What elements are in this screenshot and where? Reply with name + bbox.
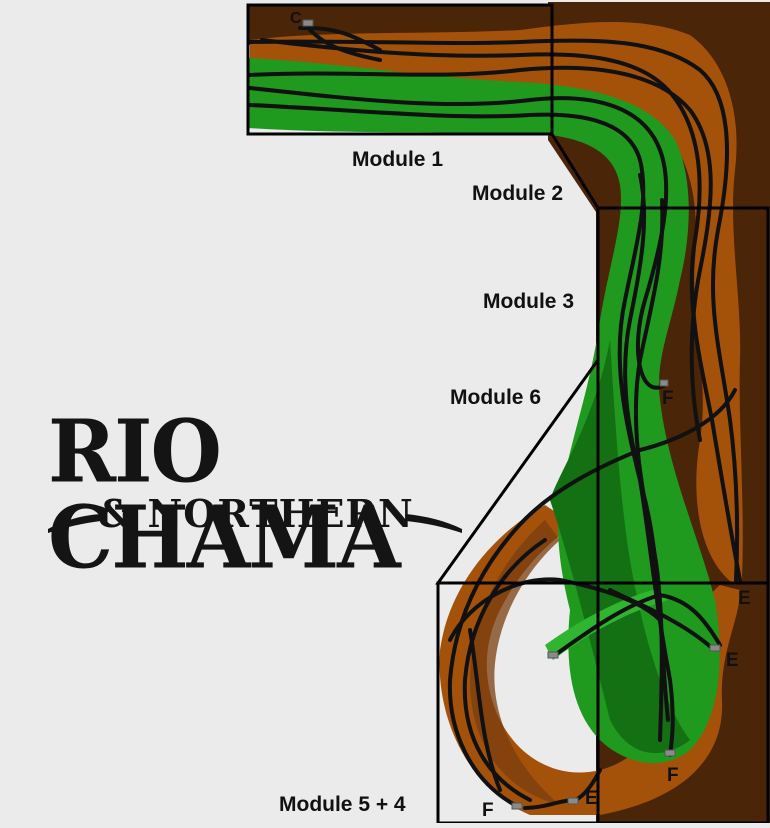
track-1 (248, 38, 740, 582)
track-2 (260, 38, 742, 582)
marker-f2 (664, 749, 676, 757)
label-module-1: Module 1 (352, 148, 444, 171)
track-6 (298, 23, 382, 62)
track-4 (248, 86, 669, 390)
logo-swoosh-right (406, 514, 462, 533)
marker-e2 (709, 644, 721, 652)
marker-f1 (659, 379, 669, 387)
track-end-markers (302, 19, 721, 810)
tracks (248, 23, 742, 810)
tag-e-1: E (738, 588, 751, 609)
marker-arm (547, 651, 559, 659)
label-module-2: Module 2 (472, 182, 564, 205)
module-1-box (246, 3, 554, 136)
tag-f-3: F (482, 800, 494, 821)
tag-c: C (290, 10, 302, 27)
rio-chama-logo: RIO CHAMA & NORTHERN (46, 409, 466, 581)
label-module-6: Module 6 (450, 386, 542, 409)
marker-e3 (567, 797, 579, 805)
logo-line-2: & NORTHERN (98, 491, 414, 536)
label-module-3: Module 3 (483, 290, 575, 313)
marker-c (302, 19, 314, 27)
module-outlines (246, 3, 770, 825)
tag-f-2: F (667, 765, 679, 786)
track-9 (447, 388, 737, 807)
tag-e-3: E (585, 788, 598, 809)
track-15 (448, 577, 662, 642)
logo-swoosh-left (48, 514, 101, 533)
tag-f-1: F (662, 388, 674, 409)
river-dark (550, 340, 690, 754)
marker-f3 (511, 802, 523, 810)
tag-e-2: E (726, 650, 739, 671)
logo-swoosh (48, 514, 462, 533)
track-11 (468, 628, 502, 792)
track-8 (633, 198, 665, 742)
track-13 (553, 592, 722, 657)
track-3 (248, 65, 713, 442)
logo-line-1: RIO CHAMA (48, 401, 401, 589)
label-module-5-4: Module 5 + 4 (279, 793, 406, 816)
